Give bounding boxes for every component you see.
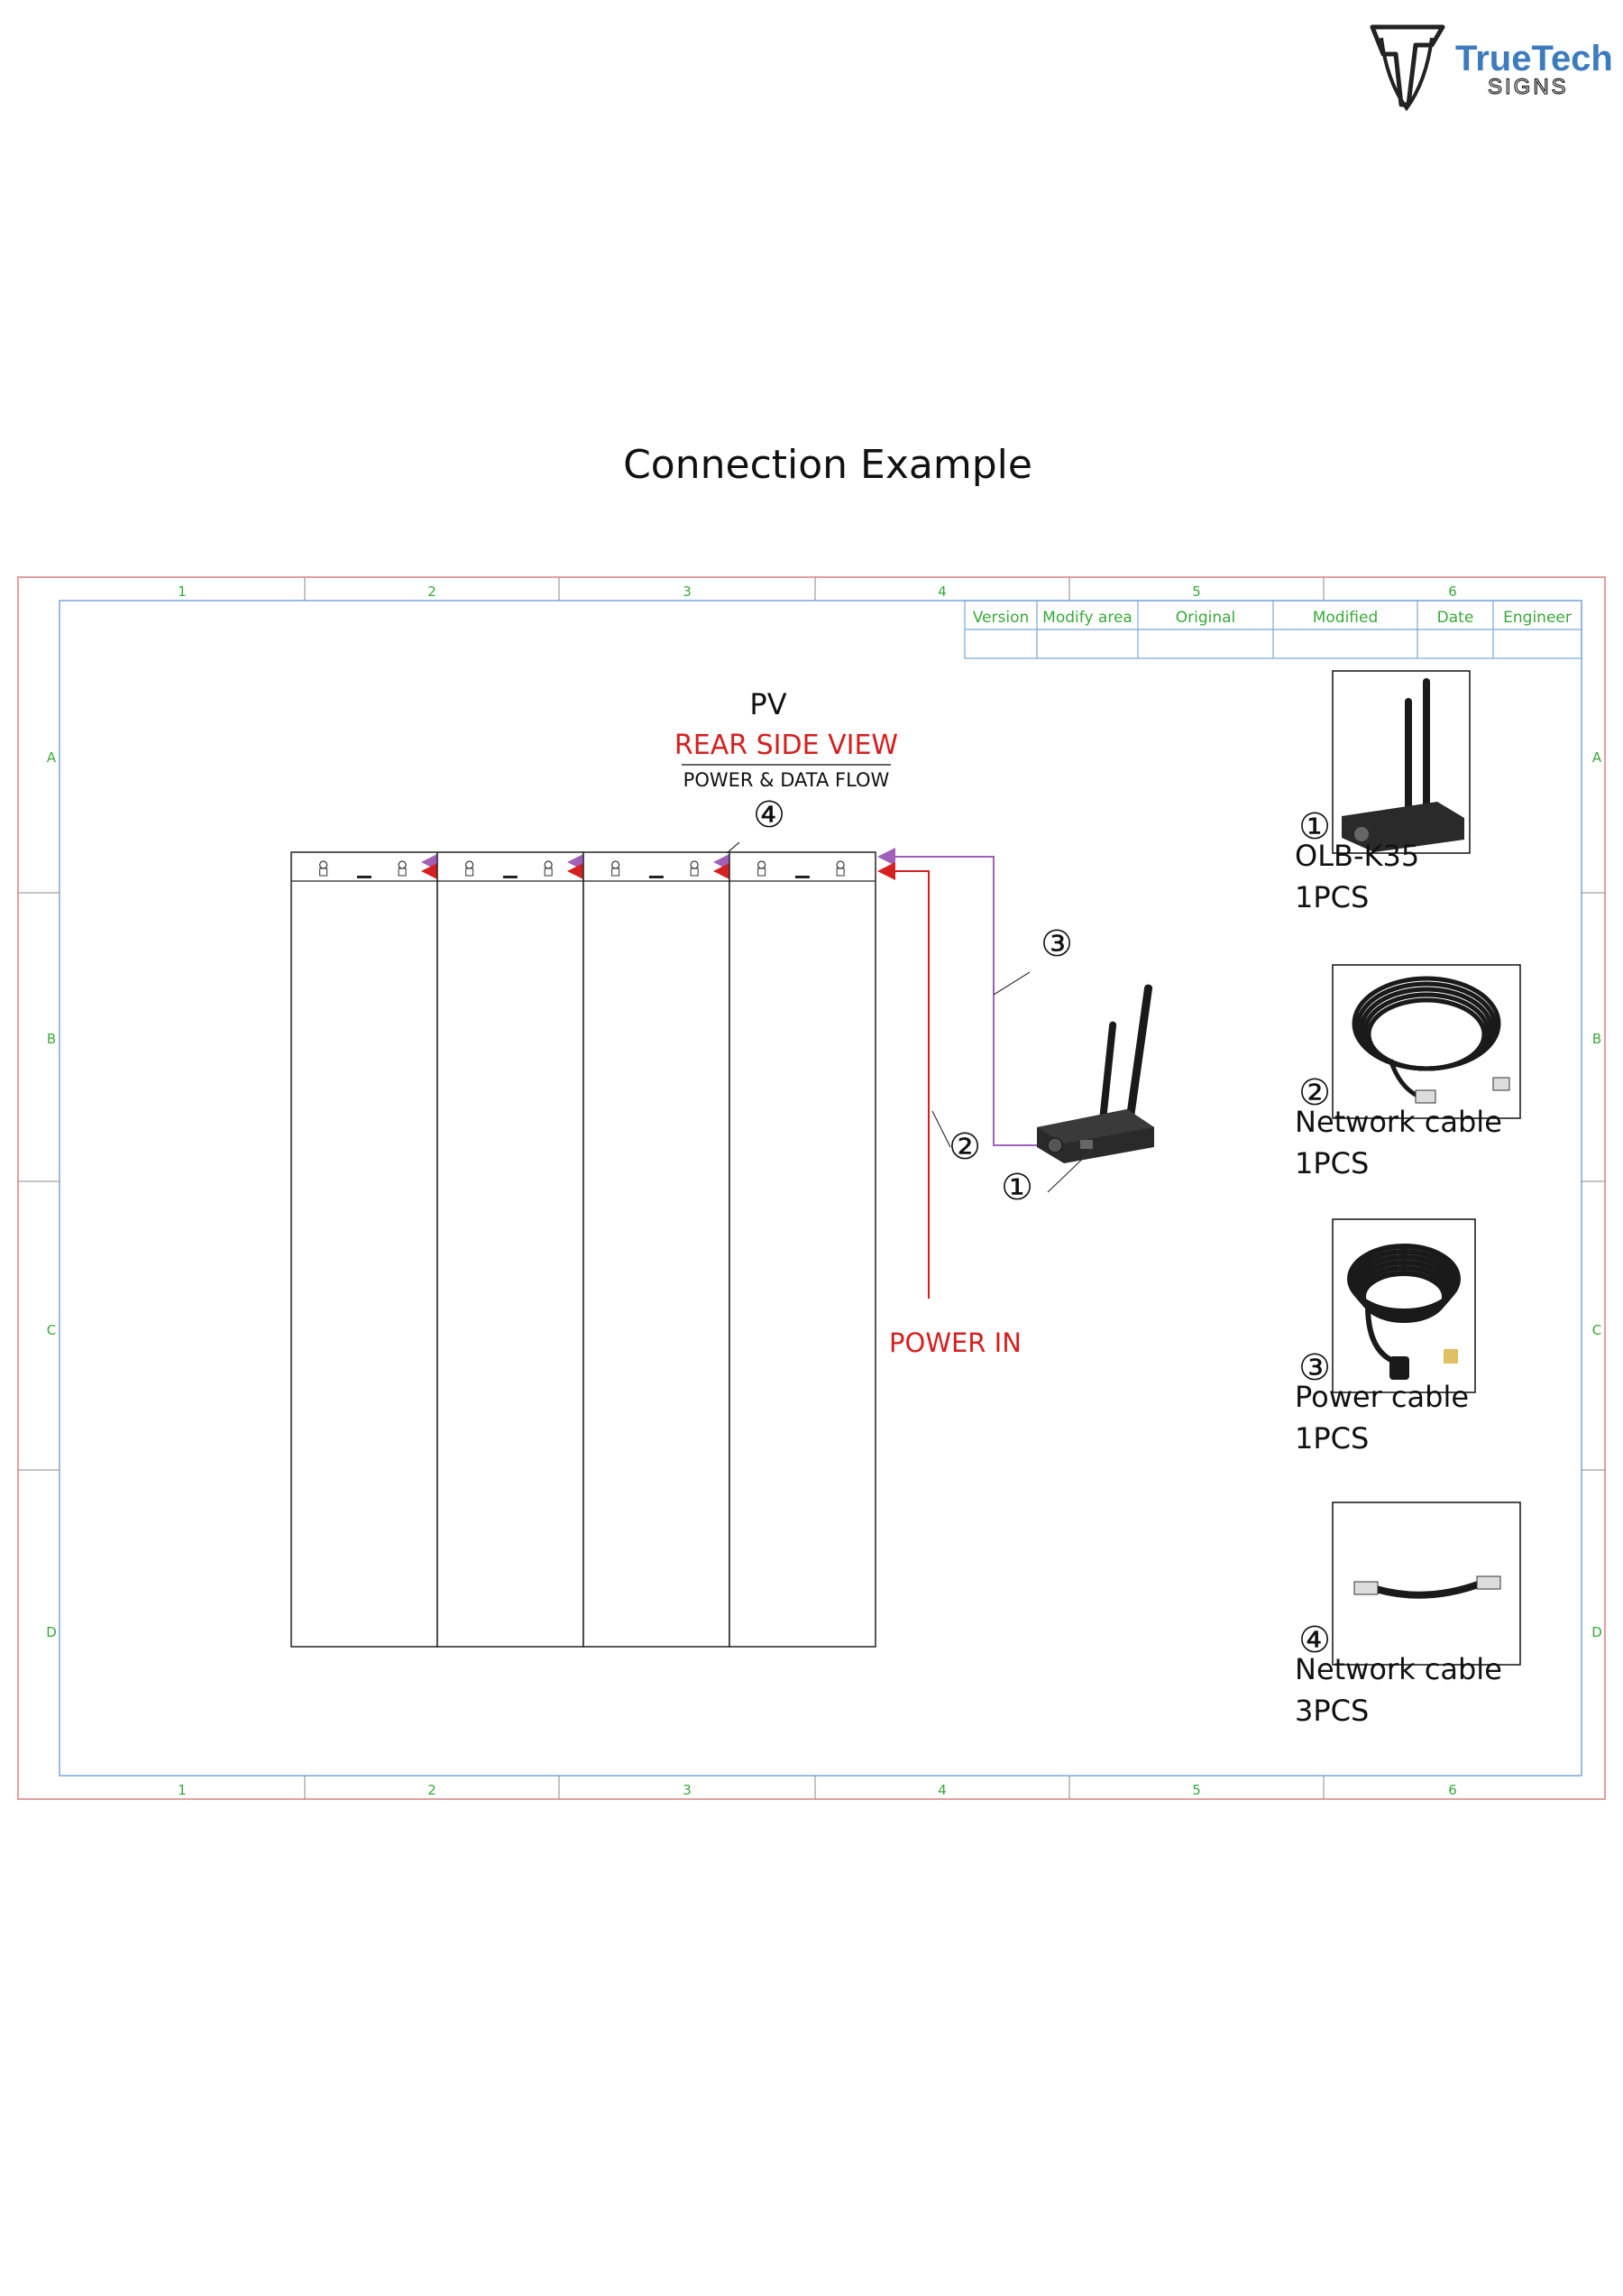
part-quantity: 3PCS [1295, 1694, 1369, 1728]
column-label-top: 6 [1448, 583, 1457, 600]
row-label-right: A [1592, 749, 1602, 766]
row-label-left: A [47, 749, 57, 766]
part-marker: ③ [1298, 1347, 1331, 1389]
row-label-right: D [1591, 1624, 1602, 1640]
diagram-header: PV REAR SIDE VIEW POWER & DATA FLOW [674, 687, 898, 791]
row-label-left: B [47, 1031, 56, 1047]
diagram-callout-1: ① [1001, 1167, 1033, 1208]
revision-table: Version Modify area Original Modified Date En… [964, 600, 1582, 659]
led-panel-array [290, 851, 994, 1648]
power-line [877, 862, 951, 1299]
row-label-right: C [1592, 1322, 1601, 1338]
part-quantity: 1PCS [1295, 1421, 1369, 1456]
led-panel [582, 851, 830, 1648]
row-label-right: B [1592, 1031, 1601, 1047]
drawing-sheet-frame: 1 1 2 2 3 3 4 4 5 5 6 6 A A B B C C D D [17, 576, 1606, 1800]
part-name: Network cable [1295, 1652, 1502, 1686]
column-label-bottom: 1 [178, 1782, 187, 1798]
logo-brand-name: TrueTech [1455, 39, 1612, 78]
diagram-callout-4: ④ [753, 794, 785, 836]
part-quantity: 1PCS [1295, 1146, 1369, 1180]
row-label-left: D [46, 1624, 57, 1640]
column-label-top: 2 [427, 583, 436, 600]
column-label-top: 4 [938, 583, 947, 600]
column-label-bottom: 4 [938, 1782, 947, 1798]
short-network-cable-icon [1353, 1575, 1501, 1599]
led-panel [729, 851, 876, 1648]
led-panel [290, 851, 537, 1648]
revision-header-cell: Modify area [1042, 609, 1132, 627]
column-label-top: 3 [683, 583, 692, 600]
revision-header-cell: Modified [1313, 609, 1379, 627]
column-label-bottom: 3 [683, 1782, 692, 1798]
inner-border [59, 600, 1582, 1777]
controller-device-illustration [1037, 984, 1154, 1193]
data-line [877, 848, 1084, 1146]
diagram-subtitle: REAR SIDE VIEW [674, 730, 898, 761]
diagram-title: PV [749, 687, 786, 721]
part-name: Network cable [1295, 1105, 1502, 1139]
column-label-bottom: 6 [1448, 1782, 1457, 1798]
diagram-caption: POWER & DATA FLOW [683, 769, 890, 791]
part-name: OLB-K35 [1295, 839, 1419, 873]
logo-brand-sub: SIGNS [1488, 75, 1569, 99]
outer-border [17, 576, 1606, 1800]
wireless-controller-box-icon [1342, 678, 1464, 852]
revision-header-cell: Original [1176, 609, 1236, 627]
company-logo: TrueTech SIGNS [1369, 18, 1613, 117]
part-quantity: 1PCS [1295, 880, 1369, 914]
coiled-power-cable-icon [1347, 1244, 1461, 1380]
part-marker: ② [1298, 1072, 1331, 1114]
led-panel [436, 851, 683, 1648]
column-label-top: 5 [1192, 583, 1201, 600]
column-label-top: 1 [178, 583, 187, 600]
revision-header-cell: Version [973, 609, 1030, 627]
column-label-bottom: 2 [427, 1782, 436, 1798]
diagram-callout-3: ③ [1041, 923, 1073, 965]
revision-header-cell: Date [1437, 609, 1474, 627]
column-label-bottom: 5 [1192, 1782, 1201, 1798]
revision-header-cell: Engineer [1503, 609, 1572, 627]
row-label-left: C [47, 1322, 56, 1338]
diagram-callout-2: ② [949, 1126, 981, 1168]
coiled-network-cable-icon [1352, 976, 1510, 1104]
power-in-label: POWER IN [889, 1327, 1022, 1358]
part-name: Power cable [1295, 1380, 1469, 1414]
shield-t-logo-icon [1370, 24, 1445, 112]
part-marker: ④ [1298, 1620, 1331, 1661]
part-marker: ① [1298, 806, 1331, 848]
page-title: Connection Example [623, 442, 1032, 488]
